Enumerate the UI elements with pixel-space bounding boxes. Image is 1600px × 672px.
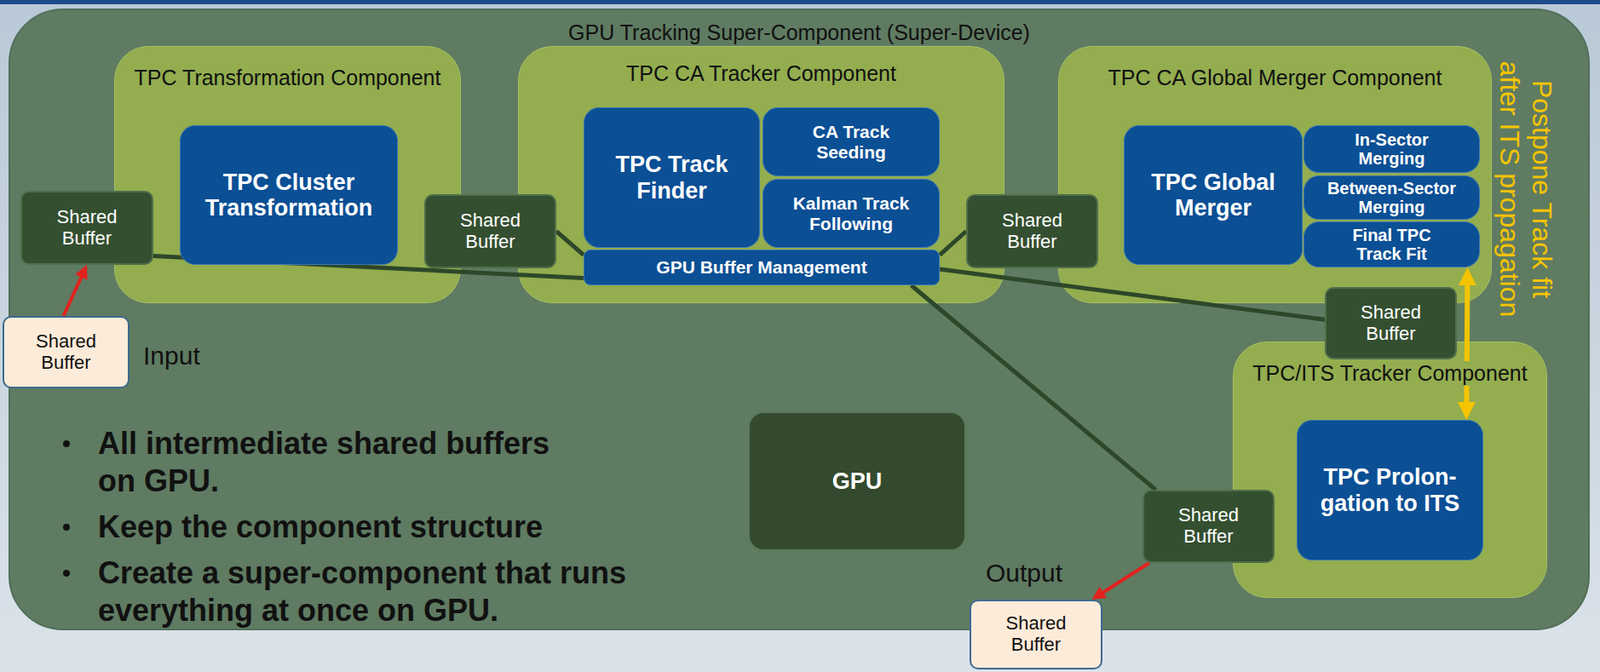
top-band [0, 0, 1600, 5]
bullet-text: All intermediate shared buffers on GPU. [97, 425, 576, 501]
box-text: Shared Buffer [57, 207, 118, 249]
process-box: TPC Prolon- gation to ITS [1296, 420, 1484, 561]
process-box: TPC Cluster Transformation [179, 125, 398, 265]
component-title: TPC CA Tracker Component [622, 61, 900, 87]
box-text: TPC Global Merger [1130, 169, 1296, 221]
connector [556, 231, 584, 256]
component-box: TPC/ITS Tracker ComponentTPC Prolon- gat… [1232, 341, 1548, 599]
bullet-dot [63, 569, 70, 577]
connector [1102, 563, 1150, 593]
bullet-text: Keep the component structure [97, 508, 652, 547]
box-text: GPU [832, 468, 883, 495]
process-box: TPC Track Finder [583, 107, 760, 248]
box-text: Shared Buffer [1360, 302, 1422, 345]
gpu-box: GPU [748, 411, 967, 552]
process-box: GPU Buffer Management [583, 249, 940, 286]
shared-buffer: Shared Buffer [1324, 287, 1457, 360]
box-text: Between-Sector Merging [1323, 178, 1461, 218]
process-box: CA Track Seeding [762, 107, 940, 177]
process-box: Final TPC Track Fit [1303, 221, 1480, 268]
box-text: Final TPC Track Fit [1336, 225, 1448, 265]
process-box: Kalman Track Following [762, 178, 940, 248]
process-box: In-Sector Merging [1303, 125, 1480, 173]
shared-buffer: Shared Buffer [20, 190, 154, 265]
box-text: Shared Buffer [1006, 613, 1067, 656]
box-text: GPU Buffer Management [656, 257, 867, 278]
box-text: TPC Track Finder [590, 151, 754, 203]
note-text: Postpone Track fit after ITS propagation [1492, 55, 1558, 324]
bullet-dot [63, 523, 70, 531]
box-text: TPC Prolon- gation to ITS [1303, 464, 1477, 516]
connector [911, 285, 1157, 490]
box-text: CA Track Seeding [787, 121, 916, 162]
box-text: Shared Buffer [35, 331, 97, 374]
component-title: TPC Transformation Component [131, 65, 445, 91]
box-text: Shared Buffer [460, 210, 521, 253]
io-label: Output [985, 558, 1063, 588]
connector [63, 276, 83, 317]
box-text: TPC Cluster Transformation [186, 169, 392, 221]
shared-buffer: Shared Buffer [424, 194, 557, 269]
component-box: TPC Transformation ComponentTPC Cluster … [114, 46, 461, 304]
box-text: Shared Buffer [1178, 505, 1239, 547]
box-text: In-Sector Merging [1323, 130, 1461, 169]
io-buffer: Shared Buffer [2, 316, 130, 389]
box-text: Kalman Track Following [787, 193, 916, 234]
process-box: TPC Global Merger [1123, 125, 1303, 265]
io-buffer: Shared Buffer [969, 599, 1103, 670]
process-box: Between-Sector Merging [1303, 175, 1480, 220]
shared-buffer: Shared Buffer [1142, 489, 1275, 564]
component-title: TPC/ITS Tracker Component [1248, 361, 1531, 386]
connector [939, 269, 1325, 320]
component-title: GPU Tracking Super-Component (Super-Devi… [564, 20, 1034, 46]
connector [1466, 283, 1468, 404]
box-text: Shared Buffer [1001, 210, 1063, 253]
component-box: TPC CA Tracker ComponentTPC Track Finder… [517, 46, 1005, 304]
bullet-text: Create a super-component that runs every… [97, 554, 652, 630]
bullet-dots [63, 440, 70, 577]
connector [153, 256, 584, 279]
component-title: TPC CA Global Merger Component [1105, 65, 1446, 91]
shared-buffer: Shared Buffer [966, 194, 1099, 269]
io-label: Input [143, 341, 201, 371]
connector [939, 231, 967, 256]
bullet-dot [63, 440, 70, 448]
component-box: TPC CA Global Merger ComponentTPC Global… [1058, 46, 1492, 304]
